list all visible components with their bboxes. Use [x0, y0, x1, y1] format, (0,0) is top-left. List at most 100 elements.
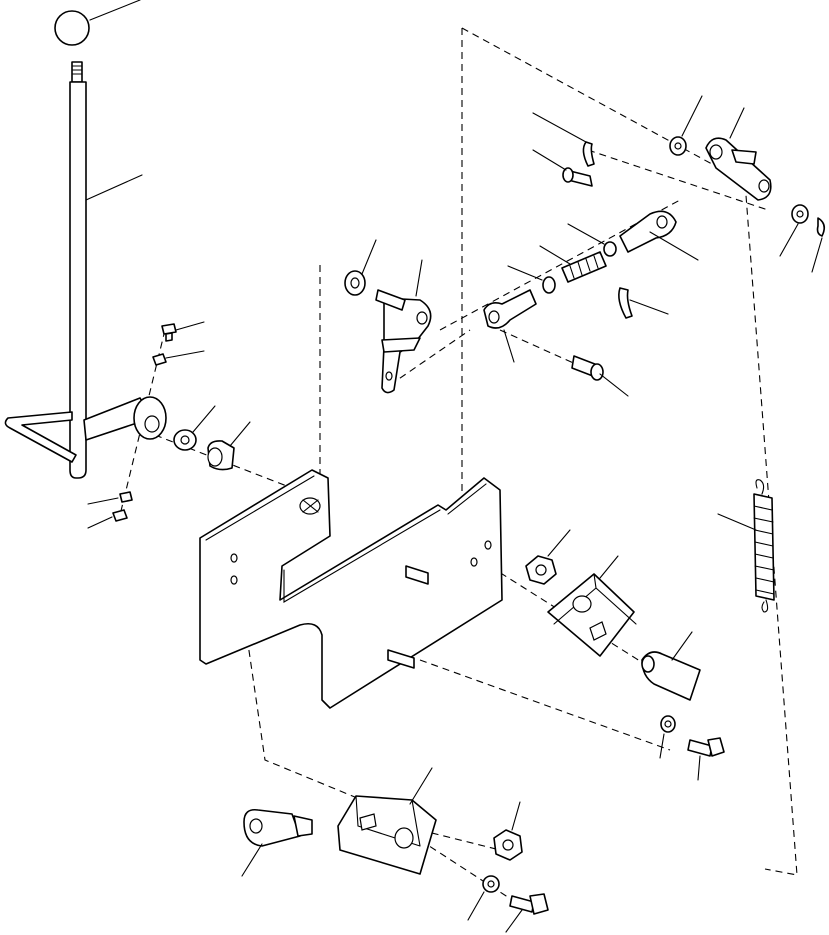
pivot-bushing-face — [207, 447, 223, 467]
leader-washer-right — [659, 733, 665, 759]
lever-knob — [54, 10, 90, 46]
clevis-pin-lower-head — [590, 363, 604, 381]
leader-retaining-ring — [811, 237, 823, 273]
shift-block-hole — [572, 595, 592, 613]
leader-bell-crank — [415, 259, 423, 297]
lock-washer-upper — [152, 353, 167, 366]
shift-block — [547, 573, 635, 657]
mounting-plate-edge — [205, 475, 487, 603]
leader-hex-nut-right — [547, 529, 571, 557]
leader-setscrew — [175, 321, 205, 331]
mounting-plate-slot-cross — [302, 499, 319, 513]
leader-right-washer — [779, 223, 799, 257]
pivot-small-parts — [112, 323, 235, 522]
setscrew-axis-dashed-line — [119, 329, 166, 516]
shift-block-slot — [589, 621, 607, 641]
rod-end-clevis-left-hole — [488, 310, 500, 324]
nut-small — [112, 509, 128, 522]
leader-bolt-right — [697, 755, 701, 781]
spring-coil — [753, 493, 775, 601]
leader-clevis-left — [503, 329, 515, 363]
detent-plunger-tip — [641, 655, 655, 673]
retaining-ring — [816, 217, 826, 237]
rod-end-clevis-right-hole — [656, 215, 668, 229]
mounting-hole-1 — [230, 553, 238, 563]
lower-hex-nut-hole — [502, 839, 514, 851]
leader-lower-washer — [467, 891, 485, 921]
bell-crank-shaft — [375, 289, 406, 311]
leader-small-washer — [87, 497, 119, 505]
leader-clevis-pin-upper — [532, 149, 567, 171]
leader-knob — [89, 0, 141, 21]
leader-spring — [717, 513, 757, 531]
lower-bracket-assembly — [243, 795, 549, 915]
bolt-right-head — [707, 737, 725, 757]
right-bracket-assembly — [525, 555, 725, 757]
cotter-pin-upper — [582, 141, 595, 167]
lower-bracket-hole — [394, 827, 414, 849]
spring-hook-bottom — [761, 599, 769, 613]
spring-bracket-dashed-line — [389, 329, 471, 386]
lock-washer-lower — [119, 491, 133, 503]
leader-cotter-middle — [629, 299, 669, 315]
plate-lower-pin-dashed-line — [419, 659, 671, 751]
leader-clevis-pin-lower — [599, 373, 629, 397]
rod-end-clevis-right — [619, 210, 677, 253]
set-screw — [161, 323, 177, 335]
pivot-washer-hole — [180, 435, 190, 445]
threaded-rod — [561, 251, 607, 283]
leader-lower-bolt — [505, 909, 523, 933]
spring-hook-top — [755, 479, 765, 495]
leader-lockwasher — [165, 350, 205, 359]
top-washer-hole — [674, 142, 682, 150]
leader-top-washer — [681, 95, 703, 137]
shift-lever — [4, 10, 167, 479]
leader-lower-hex-nut — [511, 801, 521, 831]
leader-lower-bracket — [409, 767, 433, 805]
lever-rod — [69, 81, 87, 479]
spring-coil-marks — [753, 505, 775, 595]
leader-lever — [85, 174, 143, 201]
lower-detent-plunger-tip — [249, 818, 263, 834]
leader-lower-plunger — [241, 843, 263, 877]
mounting-plate-body — [199, 469, 503, 709]
lower-bracket-nut-dashed-line — [419, 829, 501, 851]
outer-frame-dashed-line — [461, 27, 798, 876]
upper-link-axis-dashed-line — [587, 149, 769, 211]
mounting-hole-2 — [230, 575, 238, 585]
plate-stud-lower — [387, 649, 415, 669]
clevis-axis-dashed-line — [439, 199, 681, 331]
lower-bracket-bolt-dashed-line — [419, 839, 521, 906]
lower-bracket-slot — [359, 813, 377, 831]
plate-stud-upper — [405, 565, 429, 585]
leader-pivot-bushing — [229, 421, 251, 447]
leader-threaded-rod — [539, 245, 571, 265]
threaded-rod-marks — [569, 255, 599, 279]
mounting-plate — [199, 469, 503, 709]
pin-axis-dashed-line — [499, 329, 601, 376]
return-spring — [753, 479, 775, 613]
washer-right-hole — [664, 720, 672, 728]
lower-detent-thread — [293, 815, 313, 837]
clevis-pin-upper-head — [562, 167, 574, 183]
yoke-clevis-hole-front — [709, 144, 723, 160]
lower-washer-hole — [487, 880, 495, 888]
lever-bent-loop — [4, 411, 77, 463]
leader-clevis-right — [649, 231, 699, 261]
bell-crank-hole — [416, 311, 428, 325]
yoke-clevis-hole-back — [758, 179, 770, 193]
leader-jam-nut-right — [567, 223, 605, 245]
cotter-pin-middle — [618, 287, 633, 319]
mounting-hole-4 — [470, 557, 478, 567]
right-washer-hole — [796, 210, 804, 218]
upper-linkage — [344, 136, 826, 394]
bolt-right — [687, 739, 713, 757]
leader-shift-block — [599, 555, 619, 579]
leader-yoke — [729, 107, 745, 139]
leader-cotter-upper — [532, 112, 587, 143]
jam-nut-right — [603, 241, 617, 257]
leader-pivot-washer — [192, 405, 216, 433]
leader-lines — [85, 0, 823, 933]
lever-thread-marks — [71, 65, 83, 75]
